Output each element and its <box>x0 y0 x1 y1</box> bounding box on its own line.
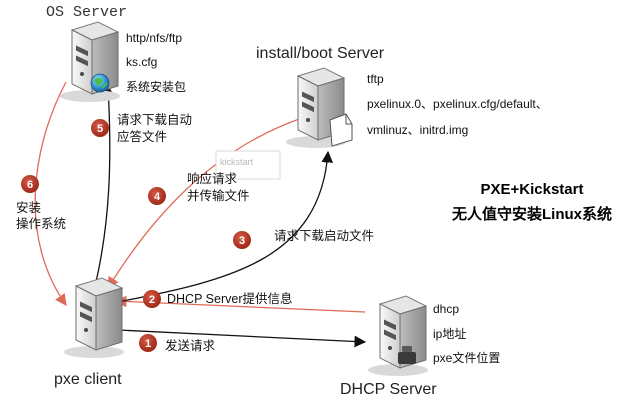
arrow-step-1 <box>117 329 367 348</box>
install-server-note-3: vmlinuz、initrd.img <box>367 123 468 137</box>
step-6-number: 6 <box>27 179 33 191</box>
step-3: 3 请求下载启动文件 <box>233 228 374 249</box>
step-3-badge <box>233 231 251 249</box>
globe-icon <box>90 73 110 93</box>
step-5-label-line-1: 请求下载自动 <box>117 113 192 127</box>
arrow-step-4 <box>107 117 303 289</box>
os-server-label: OS Server <box>46 4 127 21</box>
step-4: 4 响应请求 并传输文件 <box>148 171 250 205</box>
title-line-1: PXE+Kickstart <box>481 181 584 198</box>
step-2-number: 2 <box>149 294 155 306</box>
step-1-number: 1 <box>145 338 151 350</box>
step-2: 2 DHCP Server提供信息 <box>143 290 292 308</box>
step-6-label-line-1: 安装 <box>16 200 41 215</box>
step-4-label-line-1: 响应请求 <box>187 171 238 186</box>
step-3-label: 请求下载启动文件 <box>274 228 374 243</box>
step-2-label: DHCP Server提供信息 <box>167 291 292 306</box>
dhcp-server-node: DHCP Server dhcp ip地址 pxe文件位置 <box>340 295 500 398</box>
step-5-badge <box>91 119 109 137</box>
phone-icon <box>398 346 416 364</box>
step-6-badge <box>21 175 39 193</box>
os-server-note-2: ks.cfg <box>126 55 157 69</box>
install-server-label: install/boot Server <box>256 45 385 62</box>
install-server-note-2: pxelinux.0、pxelinux.cfg/default、 <box>367 97 548 111</box>
diagram-title: PXE+Kickstart 无人值守安装Linux系统 <box>451 181 612 223</box>
install-server-note-1: tftp <box>367 72 384 86</box>
step-1: 1 发送请求 <box>139 334 216 353</box>
step-4-badge <box>148 187 166 205</box>
pxe-client-icon <box>63 277 125 359</box>
dhcp-server-note-2: ip地址 <box>433 327 466 341</box>
step-5-number: 5 <box>97 123 103 135</box>
ghost-kickstart-label: kickstart <box>220 157 254 167</box>
pxe-client-node: pxe client <box>54 277 125 388</box>
document-icon <box>329 113 353 147</box>
arrow-step-6 <box>34 81 67 306</box>
arrow-step-5 <box>95 84 115 283</box>
step-6-label-line-2: 操作系统 <box>16 216 66 231</box>
step-5: 5 请求下载自动 应答文件 <box>91 113 192 144</box>
step-6: 6 安装 操作系统 <box>16 175 66 231</box>
os-server-node: OS Server http/nfs/ftp ks.cfg 系统安装包 <box>46 4 186 103</box>
step-5-label-line-2: 应答文件 <box>117 129 167 144</box>
dhcp-server-label: DHCP Server <box>340 381 437 398</box>
step-2-badge <box>143 290 161 308</box>
dhcp-server-icon <box>367 295 429 377</box>
step-3-number: 3 <box>239 235 245 247</box>
os-server-note-1: http/nfs/ftp <box>126 31 182 45</box>
title-line-2: 无人值守安装Linux系统 <box>451 205 612 223</box>
dhcp-server-note-3: pxe文件位置 <box>433 350 500 365</box>
pxe-client-label: pxe client <box>54 371 122 388</box>
step-4-label-line-2: 并传输文件 <box>187 188 250 203</box>
step-1-badge <box>139 334 157 352</box>
step-4-number: 4 <box>154 191 161 203</box>
os-server-icon <box>59 21 121 103</box>
ghost-box <box>215 150 281 180</box>
dhcp-server-note-1: dhcp <box>433 302 459 316</box>
step-1-label: 发送请求 <box>165 338 216 353</box>
os-server-note-3: 系统安装包 <box>126 79 186 94</box>
arrow-step-3 <box>117 150 334 303</box>
install-server-node: install/boot Server tftp pxelinux.0、pxel… <box>256 45 548 149</box>
